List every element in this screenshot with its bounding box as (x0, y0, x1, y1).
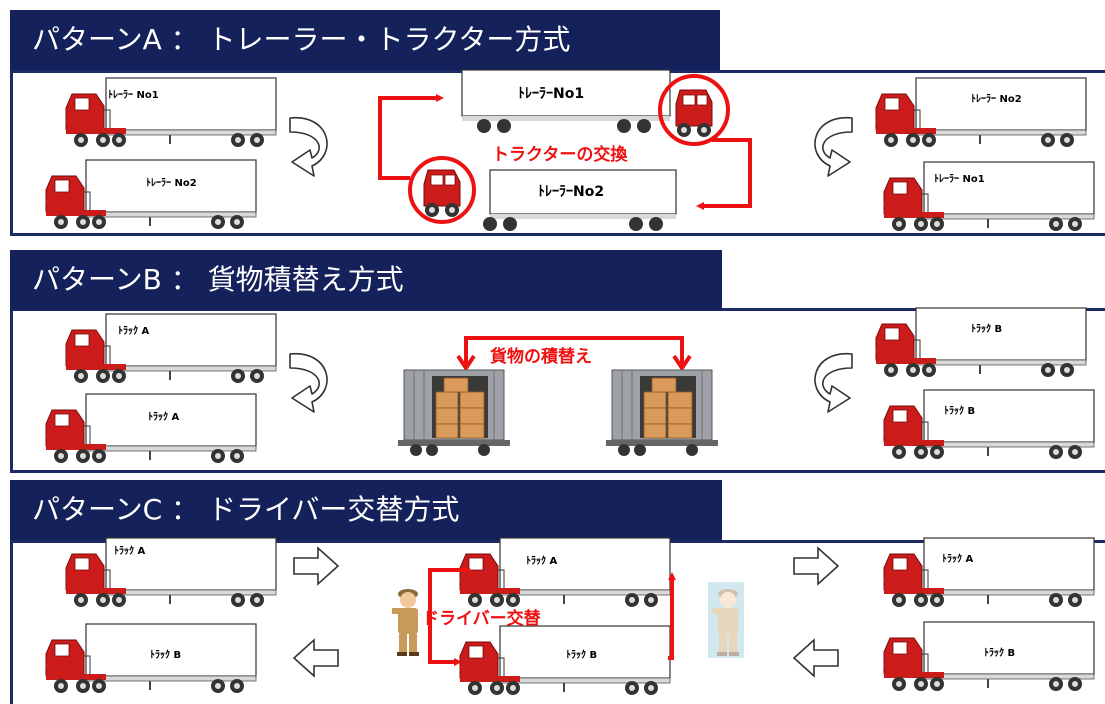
left-arrow-icon (293, 639, 339, 677)
right-arrow-icon (293, 547, 339, 585)
driver-person-icon (392, 589, 419, 656)
driver-person-faded-icon (708, 582, 744, 658)
pattern-b-title: パターンB ： 貨物積替え方式 (10, 250, 722, 310)
truck-label: ﾄﾗｯｸ B (566, 649, 597, 661)
pattern-c-center-bottom-truck: ﾄﾗｯｸ B (459, 625, 671, 696)
transfer-label: 貨物の積替え (490, 346, 592, 367)
pattern-c-right-top-truck: ﾄﾗｯｸ A (883, 537, 1095, 608)
pattern-a-center-top-trailer: ﾄﾚｰﾗｰNo1 (461, 69, 671, 133)
pattern-b-left-bottom-truck: ﾄﾗｯｸ A (45, 393, 257, 464)
pattern-a-title: パターンA ： トレーラー・トラクター方式 (10, 10, 720, 70)
truck-label: ﾄﾚｰﾗｰ No2 (971, 93, 1022, 105)
arrow-head-icon (456, 354, 476, 372)
truck-label: ﾄﾚｰﾗｰ No1 (108, 89, 159, 101)
pattern-c-right-bottom-truck: ﾄﾗｯｸ B (883, 621, 1095, 692)
pattern-a-right-top-truck: ﾄﾚｰﾗｰ No2 (875, 77, 1087, 148)
truck-label: ﾄﾗｯｸ B (984, 647, 1015, 659)
truck-label: ﾄﾗｯｸ A (942, 553, 973, 565)
pattern-a-left-bottom-truck: ﾄﾚｰﾗｰ No2 (45, 159, 257, 230)
truck-label: ﾄﾚｰﾗｰ No2 (146, 177, 197, 189)
pattern-c-left-bottom-truck: ﾄﾗｯｸ B (45, 623, 257, 694)
pattern-b-left-top-truck: ﾄﾗｯｸ A (65, 313, 277, 384)
curved-arrow-icon (289, 116, 328, 177)
trailer-label: ﾄﾚｰﾗｰNo1 (518, 86, 584, 102)
pattern-b-right-top-truck: ﾄﾗｯｸ B (875, 307, 1087, 378)
cargo-container-right (605, 369, 719, 457)
pattern-c-left-top-truck: ﾄﾗｯｸ A (65, 537, 277, 608)
truck-label: ﾄﾗｯｸ B (944, 405, 975, 417)
pattern-a-center-bottom-trailer: ﾄﾚｰﾗｰNo2 (483, 169, 677, 231)
tractor-cab-icon (675, 89, 713, 138)
arrow-head-icon (672, 354, 692, 372)
swap-label: トラクターの交換 (492, 144, 628, 165)
driver-swap-arrow-out (668, 572, 676, 660)
driver-swap-label: ドライバー交替 (422, 608, 542, 629)
tractor-cab-icon (423, 169, 461, 218)
truck-label: ﾄﾗｯｸ A (526, 555, 557, 567)
pattern-c-title: パターンC ： ドライバー交替方式 (10, 480, 722, 540)
truck-label: ﾄﾗｯｸ B (150, 649, 181, 661)
highlight-circle (658, 74, 730, 146)
pattern-a-left-top-truck: ﾄﾚｰﾗｰ No1 (65, 77, 277, 148)
left-arrow-icon (793, 639, 839, 677)
truck-label: ﾄﾗｯｸ B (971, 323, 1002, 335)
truck-label: ﾄﾗｯｸ A (118, 325, 149, 337)
driver-swap-arrow-in (428, 568, 470, 666)
highlight-circle (408, 156, 476, 224)
curved-arrow-icon (814, 116, 853, 177)
pattern-c-center-top-truck: ﾄﾗｯｸ A (459, 537, 671, 608)
pattern-b-right-bottom-truck: ﾄﾗｯｸ B (883, 389, 1095, 460)
swap-arrow-right (696, 138, 752, 210)
truck-label: ﾄﾗｯｸ A (148, 411, 179, 423)
right-arrow-icon (793, 547, 839, 585)
curved-arrow-icon (814, 352, 853, 413)
truck-label: ﾄﾗｯｸ A (114, 545, 145, 557)
cargo-container-left (397, 369, 511, 457)
swap-arrow-left (378, 94, 444, 180)
transfer-bracket (464, 336, 684, 364)
curved-arrow-icon (289, 352, 328, 413)
truck-label: ﾄﾚｰﾗｰ No1 (934, 173, 985, 185)
trailer-label: ﾄﾚｰﾗｰNo2 (538, 184, 604, 200)
pattern-a-right-bottom-truck: ﾄﾚｰﾗｰ No1 (883, 161, 1095, 232)
